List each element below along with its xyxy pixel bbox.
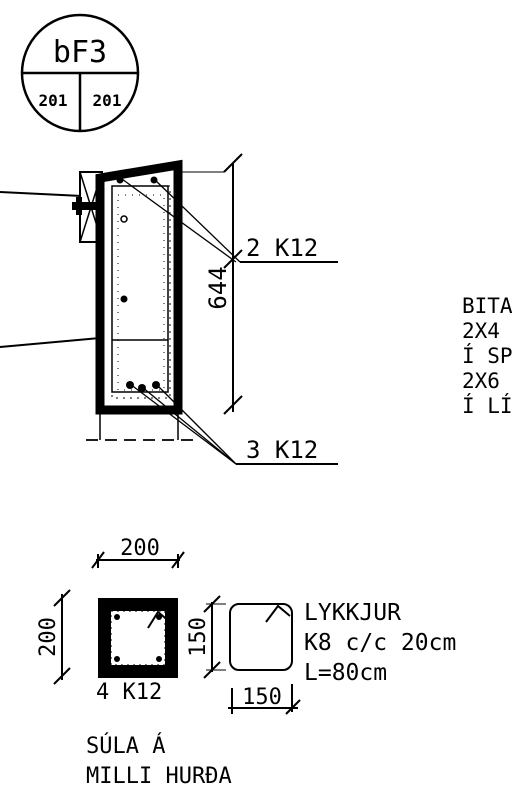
side-note-line-4: 2X6 xyxy=(462,369,500,393)
side-note: BITA 2X4 Í SP 2X6 Í LÍ xyxy=(462,294,513,418)
side-note-line-3: Í SP xyxy=(462,343,513,368)
stirrup-shape xyxy=(229,603,293,671)
detail-tag-id: bF3 xyxy=(53,35,107,70)
stirrup-label-line-2: K8 c/c 20cm xyxy=(304,630,456,656)
top-bars-label: 2 K12 xyxy=(246,234,318,262)
column-title-line-1: SÚLA Á xyxy=(86,733,165,759)
side-note-line-1: BITA xyxy=(462,294,513,318)
column-section xyxy=(98,598,178,678)
side-note-line-5: Í LÍ xyxy=(462,393,513,418)
bottom-bars-label: 3 K12 xyxy=(246,436,318,464)
column-bars-label: 4 K12 xyxy=(96,680,162,705)
stirrup-label-line-3: L=80cm xyxy=(304,660,387,686)
column-height-label: 200 xyxy=(36,617,61,657)
beam-height-dimension xyxy=(180,153,243,415)
detail-tag-sheet-right: 201 xyxy=(93,91,122,110)
column-height-dimension xyxy=(53,589,71,685)
stirrup-height-label: 150 xyxy=(186,617,211,657)
stirrup-width-label: 150 xyxy=(242,685,282,710)
column-width-dimension xyxy=(91,551,185,569)
stirrup-height-dimension xyxy=(203,595,226,679)
column-width-label: 200 xyxy=(120,536,160,561)
beam-height-label: 644 xyxy=(204,266,232,309)
detail-tag xyxy=(20,13,140,133)
stirrup-label-line-1: LYKKJUR xyxy=(304,600,401,626)
side-note-line-2: 2X4 xyxy=(462,319,500,343)
stirrup-width-dimension xyxy=(228,684,301,715)
bar-leaders xyxy=(121,178,338,465)
detail-tag-sheet-left: 201 xyxy=(39,91,68,110)
column-title-line-2: MILLI HURÐA xyxy=(86,764,232,789)
beam-section xyxy=(0,159,200,441)
